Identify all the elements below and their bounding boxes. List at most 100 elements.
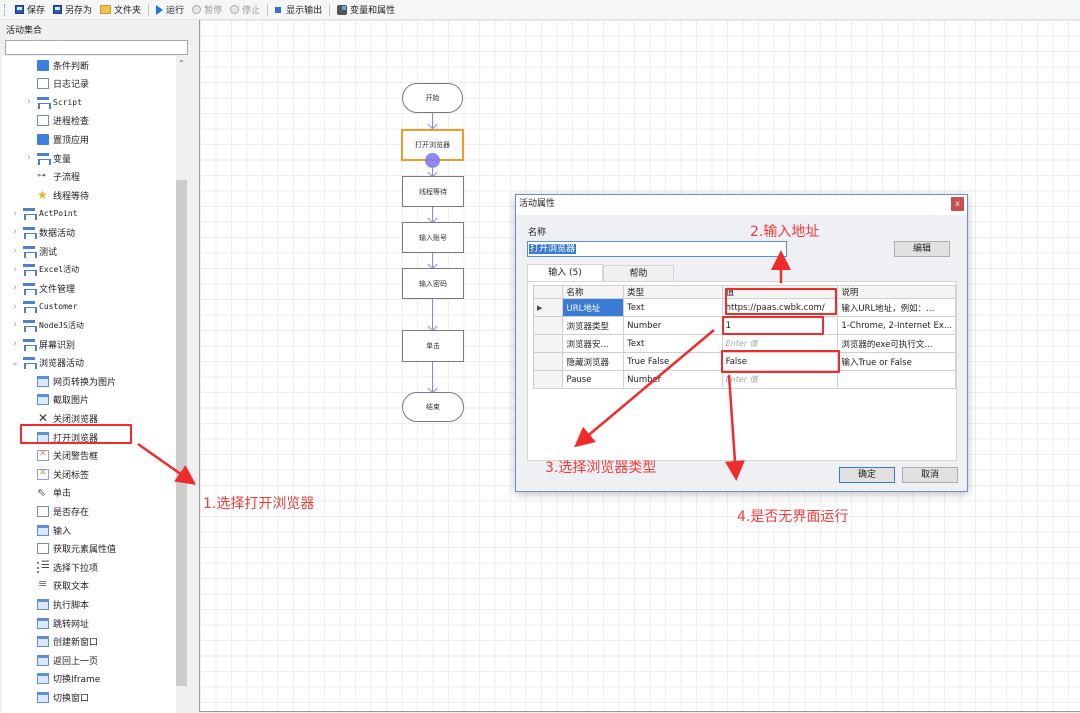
chevron-right-icon[interactable]: › [13, 301, 17, 312]
cell-value-input[interactable]: Enter 值 [721, 370, 839, 389]
current-row-marker-icon[interactable]: ▶ [532, 298, 564, 317]
tree-item-customer[interactable]: ›Customer [10, 298, 78, 316]
tree-item-label: 日志记录 [53, 80, 90, 91]
flow-node-start[interactable]: 开始 [402, 83, 463, 113]
chevron-right-icon[interactable]: › [13, 227, 17, 238]
tree-item-excel[interactable]: ›Excel活动 [10, 261, 79, 279]
chevron-down-icon[interactable]: ⌄ [11, 357, 19, 368]
tree-item-screenshot[interactable]: 截取图片 [24, 391, 89, 409]
highlight-box-browser-type [722, 316, 824, 335]
cell-name[interactable]: URL地址 [562, 298, 625, 317]
tree-item-switch-iframe[interactable]: 切换Iframe [24, 670, 100, 688]
tree-item-input[interactable]: 输入 [24, 521, 71, 539]
tree-item-screen-recognition[interactable]: ›屏幕识别 [10, 335, 75, 353]
row-header[interactable] [532, 352, 564, 371]
stop-button[interactable]: 停止 [226, 1, 264, 19]
chevron-right-icon[interactable]: › [27, 153, 31, 163]
cancel-button[interactable]: 取消 [902, 467, 958, 483]
cell-name[interactable]: Pause [562, 370, 625, 389]
tree-item-label: 子流程 [53, 173, 81, 184]
tab-help[interactable]: 帮助 [603, 265, 674, 281]
tree-item-close-browser[interactable]: ✕关闭浏览器 [24, 409, 98, 427]
column-header-type[interactable]: 类型 [623, 285, 723, 299]
chevron-right-icon[interactable]: › [13, 246, 17, 256]
tree-item-data-activity[interactable]: ›数据活动 [10, 223, 75, 241]
tree-item-log[interactable]: 日志记录 [24, 75, 89, 93]
chevron-right-icon[interactable]: › [13, 320, 17, 331]
tree-item-exists[interactable]: 是否存在 [24, 502, 89, 520]
tree-item-variables[interactable]: ›变量 [24, 149, 71, 167]
folder-label: 文件夹 [114, 6, 142, 16]
flow-node-input-password[interactable]: 输入密码 [402, 268, 464, 299]
tree-item-topmost[interactable]: 置顶应用 [24, 130, 89, 148]
tree-item-label: 跳转网址 [53, 619, 90, 630]
folder-button[interactable]: 文件夹 [96, 1, 145, 19]
flow-node-click[interactable]: 单击 [402, 330, 464, 362]
tab-input[interactable]: 输入 (5) [527, 264, 603, 281]
tree-item-close-alert[interactable]: 关闭警告框 [24, 447, 98, 465]
tree-item-execute-script[interactable]: 执行脚本 [24, 595, 89, 613]
tree-item-test[interactable]: ›测试 [10, 242, 57, 260]
column-header-name[interactable]: 名称 [562, 285, 625, 299]
chevron-right-icon[interactable]: › [13, 208, 17, 219]
tree-item-close-tab[interactable]: 关闭标签 [24, 465, 89, 483]
row-header[interactable] [532, 370, 564, 389]
row-header[interactable] [532, 316, 564, 335]
tree-item-select-dropdown[interactable]: 选择下拉项 [24, 558, 98, 576]
chevron-right-icon[interactable]: › [13, 283, 17, 294]
edit-button[interactable]: 编辑 [894, 241, 950, 257]
tree-item-get-text[interactable]: 获取文本 [24, 577, 89, 595]
star-icon: ★ [37, 187, 48, 202]
flow-node-thread-wait[interactable]: 线程等待 [402, 176, 464, 207]
input-icon [37, 524, 49, 536]
tree-item-nodejs[interactable]: ›NodeJS活动 [10, 316, 84, 334]
flow-node-input-account[interactable]: 输入账号 [402, 222, 464, 253]
tree-item-actpoint[interactable]: ›ActPoint [10, 205, 78, 223]
save-button[interactable]: 保存 [11, 1, 49, 19]
variables-button[interactable]: 变量和属性 [333, 1, 399, 19]
tree-item-get-attribute[interactable]: 获取元素属性值 [24, 540, 116, 558]
tree-item-click[interactable]: ⇖单击 [24, 484, 71, 502]
column-header-description[interactable]: 说明 [837, 285, 956, 299]
save-as-icon [53, 5, 63, 14]
flow-node-end[interactable]: 结束 [402, 392, 464, 422]
tree-item-go-back[interactable]: 返回上一页 [24, 651, 98, 669]
cell-name[interactable]: 浏览器类型 [562, 316, 625, 335]
tree-item-webpage-to-image[interactable]: 网页转换为图片 [24, 372, 116, 390]
tree-item-subflow[interactable]: ⊶子流程 [24, 168, 80, 186]
tree-item-browser-activity[interactable]: ⌄浏览器活动 [10, 354, 84, 372]
run-button[interactable]: 运行 [152, 1, 188, 19]
tree-item-process-check[interactable]: 进程检查 [24, 112, 89, 130]
cell-name[interactable]: 浏览器安... [562, 334, 625, 353]
condition-icon [37, 59, 49, 71]
name-input[interactable]: 打开浏览器 [527, 241, 787, 257]
tree-item-switch-window[interactable]: 切换窗口 [24, 688, 89, 706]
connector-handle[interactable] [425, 153, 440, 168]
chevron-right-icon[interactable]: › [13, 264, 17, 275]
pause-button[interactable]: 暂停 [188, 1, 226, 19]
row-header[interactable] [532, 334, 564, 353]
tree-item-thread-wait[interactable]: ★线程等待 [24, 186, 89, 204]
close-icon[interactable]: x [951, 197, 964, 211]
table-row[interactable]: Pause Number Enter 值 [532, 370, 956, 389]
ok-button[interactable]: 确定 [839, 467, 895, 483]
tree-item-label: Script [53, 97, 82, 107]
chevron-right-icon[interactable]: › [13, 339, 17, 349]
show-output-button[interactable]: 显示输出 [271, 1, 326, 19]
tree-item-new-window[interactable]: 创建新窗口 [24, 633, 98, 651]
panel-title: 活动集合 [6, 26, 43, 36]
table-row[interactable]: ▶ URL地址 Text https://paas.cwbk.com/ 输入UR… [532, 298, 956, 317]
scroll-up-icon[interactable]: ⌃ [178, 59, 185, 68]
group-icon [23, 301, 37, 314]
chevron-right-icon[interactable]: › [27, 97, 31, 108]
tree-item-navigate[interactable]: 跳转网址 [24, 614, 89, 632]
cell-name[interactable]: 隐藏浏览器 [562, 352, 625, 371]
tree-item-script[interactable]: › Script [24, 93, 82, 111]
flow-connector [432, 253, 433, 269]
tree-item-condition[interactable]: 条件判断 [24, 56, 89, 74]
tree-item-file-management[interactable]: ›文件管理 [10, 279, 75, 297]
tree-scrollbar[interactable]: ⌃ ⌄ [176, 56, 187, 713]
scrollbar-thumb[interactable] [176, 180, 187, 686]
activity-search-input[interactable] [5, 40, 188, 55]
save-as-button[interactable]: 另存为 [49, 1, 96, 19]
